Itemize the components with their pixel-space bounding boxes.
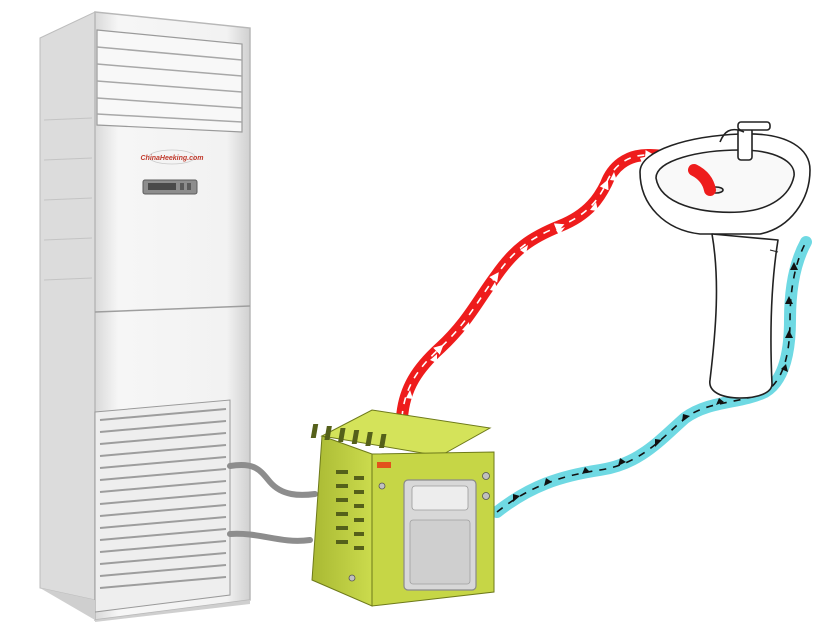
refrigerant-line-lower (227, 530, 313, 544)
unit-fitting-right-top (482, 472, 490, 480)
ac-display-panel (142, 179, 198, 195)
unit-fitting-right-bottom (482, 492, 490, 500)
ac-brand-logo: ChinaHeeking.com (140, 149, 204, 165)
unit-control-box (403, 479, 477, 591)
refrigerant-lines (227, 462, 318, 544)
unit-fitting-top (378, 482, 386, 490)
ac-top-louver-panel (96, 29, 243, 133)
water-heater-unit (310, 409, 495, 607)
ac-logo-text: ChinaHeeking.com (140, 155, 203, 162)
unit-warning-label (377, 462, 391, 468)
ac-intake-grille (94, 399, 231, 613)
cold-water-flow-dashes (496, 241, 807, 513)
sink-pedestal (709, 233, 779, 399)
air-conditioner: ChinaHeeking.com (39, 11, 251, 622)
cold-water-arrowheads (513, 262, 798, 502)
sink-faucet (719, 121, 771, 161)
unit-fitting-bottom (348, 574, 356, 582)
pedestal-sink (639, 121, 811, 399)
cold-water-pipe (491, 236, 812, 518)
refrigerant-line-upper (227, 462, 318, 498)
